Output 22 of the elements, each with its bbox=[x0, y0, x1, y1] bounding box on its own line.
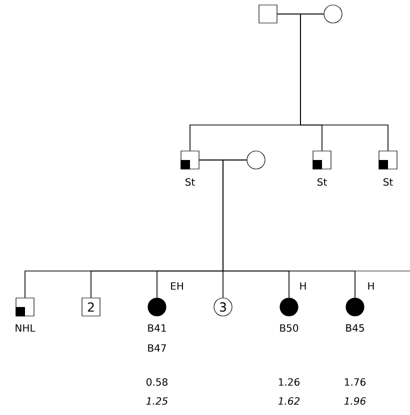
circle-symbol bbox=[246, 150, 266, 170]
measurement-value: 1.25 bbox=[146, 397, 168, 405]
individual-label: St bbox=[318, 178, 327, 186]
individual-label: B47 bbox=[148, 344, 166, 352]
descent-line bbox=[222, 160, 356, 298]
individual-label: H bbox=[368, 282, 374, 290]
individual-label: B50 bbox=[280, 324, 298, 332]
measurement-value: 1.62 bbox=[278, 397, 300, 405]
measurement-value: 1.76 bbox=[344, 378, 366, 386]
individual-label: St bbox=[384, 178, 393, 186]
individual-label: B45 bbox=[346, 324, 364, 332]
square-symbol bbox=[258, 4, 278, 24]
measurement-value: 0.58 bbox=[146, 378, 168, 386]
individual-label: H bbox=[300, 282, 306, 290]
individual-label: NHL bbox=[16, 324, 36, 332]
circle-symbol bbox=[324, 4, 342, 24]
individual-label: St bbox=[186, 178, 195, 186]
individual-label: EH bbox=[171, 282, 183, 290]
measurement-value: 1.96 bbox=[344, 397, 366, 405]
measurement-value: 1.26 bbox=[278, 378, 300, 386]
descent-line bbox=[300, 14, 388, 151]
individual-label: B41 bbox=[148, 324, 166, 332]
